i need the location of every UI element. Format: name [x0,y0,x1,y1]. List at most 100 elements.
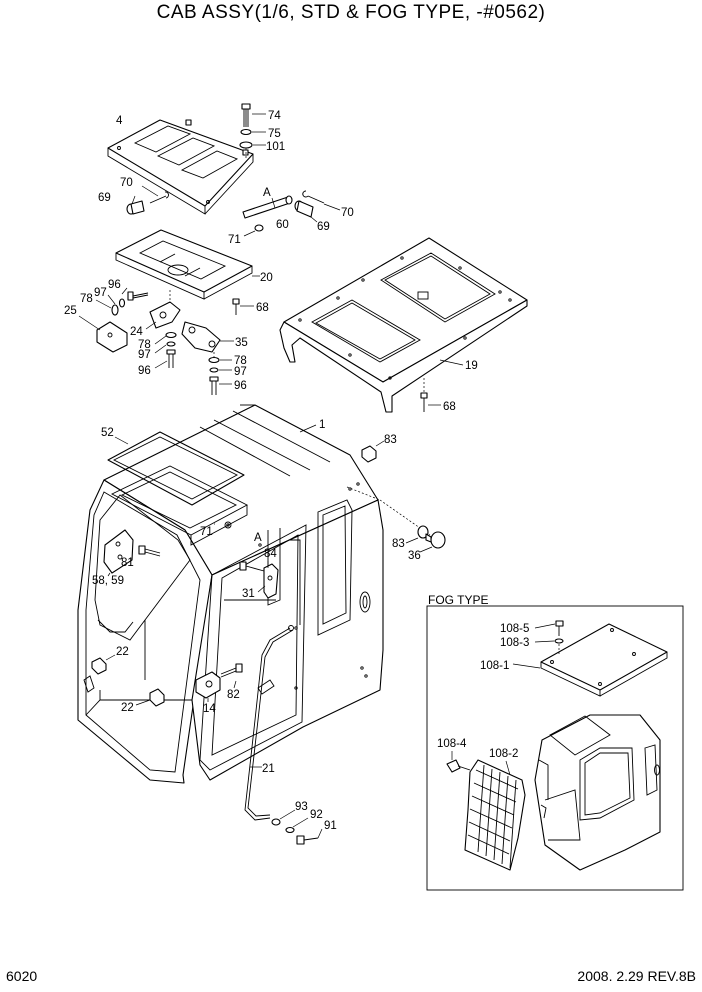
callout-108-1: 108-1 [480,660,509,672]
callout-83-top: 83 [384,434,397,446]
part-97-washer-mid [166,341,176,347]
callout-19: 19 [465,360,478,372]
page-number: 6020 [6,968,38,984]
part-108-2-grille [464,759,526,871]
hook-small [83,675,95,693]
part-108-1-plate [540,623,668,697]
part-81-bolt [138,545,161,557]
callout-4: 4 [116,115,123,127]
callout-22-lower: 22 [121,702,134,714]
callout-70-right: 70 [341,207,354,219]
part-101-washer [239,141,253,149]
part-97-washer-upper [118,298,126,308]
part-83-nut-top [361,445,377,463]
callout-96-mid: 96 [138,365,151,377]
callout-60: 60 [276,219,289,231]
part-4-cover-plate [107,119,254,215]
part-31-latch [263,563,279,599]
callout-97-upper: 97 [94,287,107,299]
callout-82: 82 [227,689,240,701]
callout-71-top: 71 [228,234,241,246]
callout-52: 52 [101,427,114,439]
part-96-bolt-right [209,376,219,395]
part-96-bolt-mid [166,349,176,368]
part-36-knob [425,531,446,549]
callout-108-4: 108-4 [437,738,467,750]
part-68-bolt-roof [420,392,428,412]
part-14-plate [195,671,221,699]
part-25-block [96,321,128,353]
callout-92: 92 [310,809,323,821]
callout-68-roof: 68 [443,401,456,413]
fog-cab-illustration [534,714,661,871]
part-82-bolt [220,663,243,678]
part-75-washer [240,128,252,136]
callout-97-right: 97 [234,366,247,378]
callout-108-2: 108-2 [489,748,518,760]
callout-84: 84 [264,548,277,560]
part-70-clip-right [302,190,325,204]
callout-78-mid: 78 [138,339,151,351]
callout-78-right: 78 [234,355,247,367]
callout-14: 14 [203,703,216,715]
part-60-pin [242,195,293,219]
part-69-pin-left [126,200,145,215]
part-21-rod [244,625,294,821]
part-96-bolt-upper [127,291,149,301]
callout-1: 1 [319,419,325,431]
part-78-washer-upper [111,304,119,316]
callout-21: 21 [262,763,275,775]
part-108-3-washer [554,638,564,644]
callout-78-upper: 78 [80,293,93,305]
callout-91: 91 [324,820,337,832]
page-title: CAB ASSY(1/6, STD & FOG TYPE, -#0562) [156,2,546,23]
callout-36: 36 [408,550,421,562]
part-78-washer-right [208,356,220,364]
callout-A-cab: A [254,532,262,544]
callout-97-mid: 97 [138,349,151,361]
part-108-5-bolt [555,620,564,636]
part-108-4-bolt [446,759,471,773]
callout-83-right: 83 [392,538,405,550]
callout-22-upper: 22 [116,646,129,658]
callout-75: 75 [268,128,281,140]
callout-35: 35 [235,337,248,349]
callout-20: 20 [260,272,273,284]
callout-69-right: 69 [317,221,330,233]
part-84-bolt [239,561,265,572]
part-1-cab-body [77,404,384,784]
callout-96-right: 96 [234,380,247,392]
part-71-washer-top [254,224,264,232]
callout-labels: 4 74 75 101 70 69 A 70 60 69 71 20 96 97… [64,110,529,832]
part-24-bracket [149,301,181,329]
part-35-link [181,321,221,353]
callout-96-upper: 96 [108,279,121,291]
callout-70-left: 70 [120,177,133,189]
fog-type-title: FOG TYPE [428,593,488,607]
callout-69-left: 69 [98,192,111,204]
part-69-pin-right [294,200,314,218]
callout-31: 31 [242,588,255,600]
part-91-bolt [296,835,319,845]
callout-74: 74 [268,110,281,122]
part-92-washer [285,826,295,834]
part-74-bolt [241,103,251,127]
callout-68-frame: 68 [256,302,269,314]
callout-108-3: 108-3 [500,637,529,649]
fog-type-box [426,605,684,891]
callout-A-top: A [263,187,271,199]
callout-71-cab: 71 [200,526,213,538]
part-93-washer [271,818,281,826]
callout-81: 81 [121,557,134,569]
part-52-seal [107,431,245,506]
callout-58-59: 58, 59 [92,575,124,587]
callout-108-5: 108-5 [500,623,529,635]
callout-101: 101 [266,141,285,153]
callout-93: 93 [295,801,308,813]
part-19-roof-panel [279,237,528,413]
date-revision: 2008. 2.29 REV.8B [577,968,696,984]
part-97-washer-right [209,367,219,373]
callout-24: 24 [130,326,143,338]
part-58-59-bracket [103,529,134,574]
